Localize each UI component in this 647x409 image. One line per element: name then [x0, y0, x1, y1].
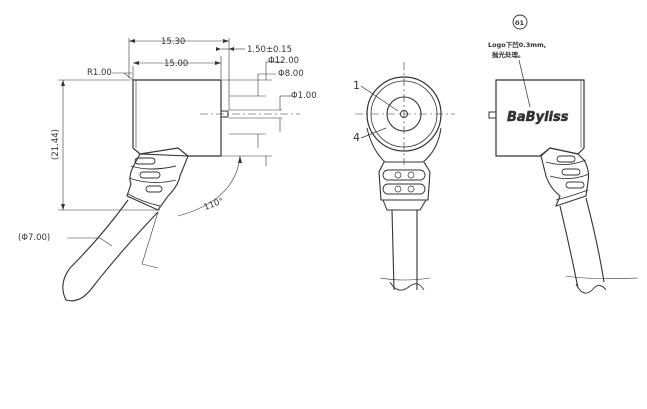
dim-body-length: 15.00	[164, 59, 188, 69]
front-cable	[391, 209, 418, 291]
logo-view: 01 Logo下凹0.3mm, 抛光处理。 BaByliss	[488, 14, 639, 294]
outer-ring	[366, 76, 442, 152]
note-line-1: Logo下凹0.3mm,	[488, 41, 546, 49]
note-marker	[512, 14, 528, 30]
dim-pin-diameter: Φ1.00	[291, 91, 317, 101]
dim-inner-diameter: Φ8.00	[278, 69, 304, 79]
dim-height: (21.44)	[51, 129, 61, 160]
note-line-2: 抛光处理。	[492, 50, 525, 59]
callout-1: 1	[353, 79, 360, 92]
logo-cable	[559, 197, 605, 289]
dim-corner-radius: R1.00	[87, 68, 112, 78]
callout-4: 4	[353, 131, 360, 144]
center-pin	[400, 110, 408, 118]
svg-text:01: 01	[515, 19, 525, 27]
strain-relief	[126, 153, 189, 211]
front-view: 1 4	[353, 62, 455, 291]
dim-angle: 110°	[203, 196, 226, 212]
connector-body	[132, 79, 222, 157]
dim-pin-tolerance: 1.50±0.15	[247, 45, 292, 55]
dim-cable-diameter: (Φ7.00)	[18, 233, 50, 243]
cable	[62, 199, 159, 302]
inner-ring	[386, 96, 422, 132]
side-view: 15.30 15.00 1.50±0.15 Φ12.00 Φ8.00 Φ1.00	[18, 37, 317, 302]
logo-text: BaByliss	[507, 110, 569, 125]
dim-overall-length: 15.30	[161, 37, 185, 47]
dim-outer-diameter: Φ12.00	[268, 56, 299, 66]
